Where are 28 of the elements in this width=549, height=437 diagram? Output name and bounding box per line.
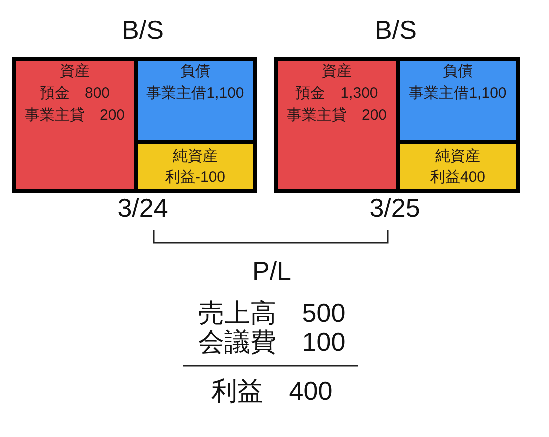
account-entry: 利益-100 bbox=[165, 168, 226, 188]
statement-title: P/L bbox=[252, 256, 292, 286]
account-box bbox=[400, 144, 516, 189]
account-entry: 利益400 bbox=[430, 168, 486, 188]
account-entry: 事業主借1,100 bbox=[146, 84, 244, 104]
account-heading: 資産 bbox=[60, 62, 90, 82]
account-heading: 純資産 bbox=[173, 147, 218, 167]
account-entry: 事業主貸 200 bbox=[286, 106, 388, 126]
account-entry: 事業主貸 200 bbox=[24, 106, 126, 126]
account-box bbox=[138, 144, 253, 189]
total-line-text: 利益 400 bbox=[211, 376, 333, 406]
account-heading: 負債 bbox=[443, 62, 473, 82]
account-heading: 純資産 bbox=[436, 147, 480, 167]
heading: B/S bbox=[122, 15, 164, 45]
heading: B/S bbox=[375, 15, 417, 45]
account-entry: 事業主借1,100 bbox=[409, 84, 507, 104]
account-box bbox=[400, 61, 516, 140]
account-heading: 資産 bbox=[322, 62, 352, 82]
statement-line: 会議費 100 bbox=[198, 327, 346, 357]
account-heading: 負債 bbox=[180, 62, 210, 82]
account-entry: 預金 800 bbox=[40, 84, 110, 104]
date-label: 3/25 bbox=[370, 193, 420, 223]
date-label: 3/24 bbox=[118, 193, 168, 223]
statement-line: 売上高 500 bbox=[198, 298, 346, 328]
account-box bbox=[278, 61, 396, 189]
account-box bbox=[16, 61, 134, 189]
account-box bbox=[138, 61, 253, 140]
account-entry: 預金 1,300 bbox=[296, 84, 378, 104]
